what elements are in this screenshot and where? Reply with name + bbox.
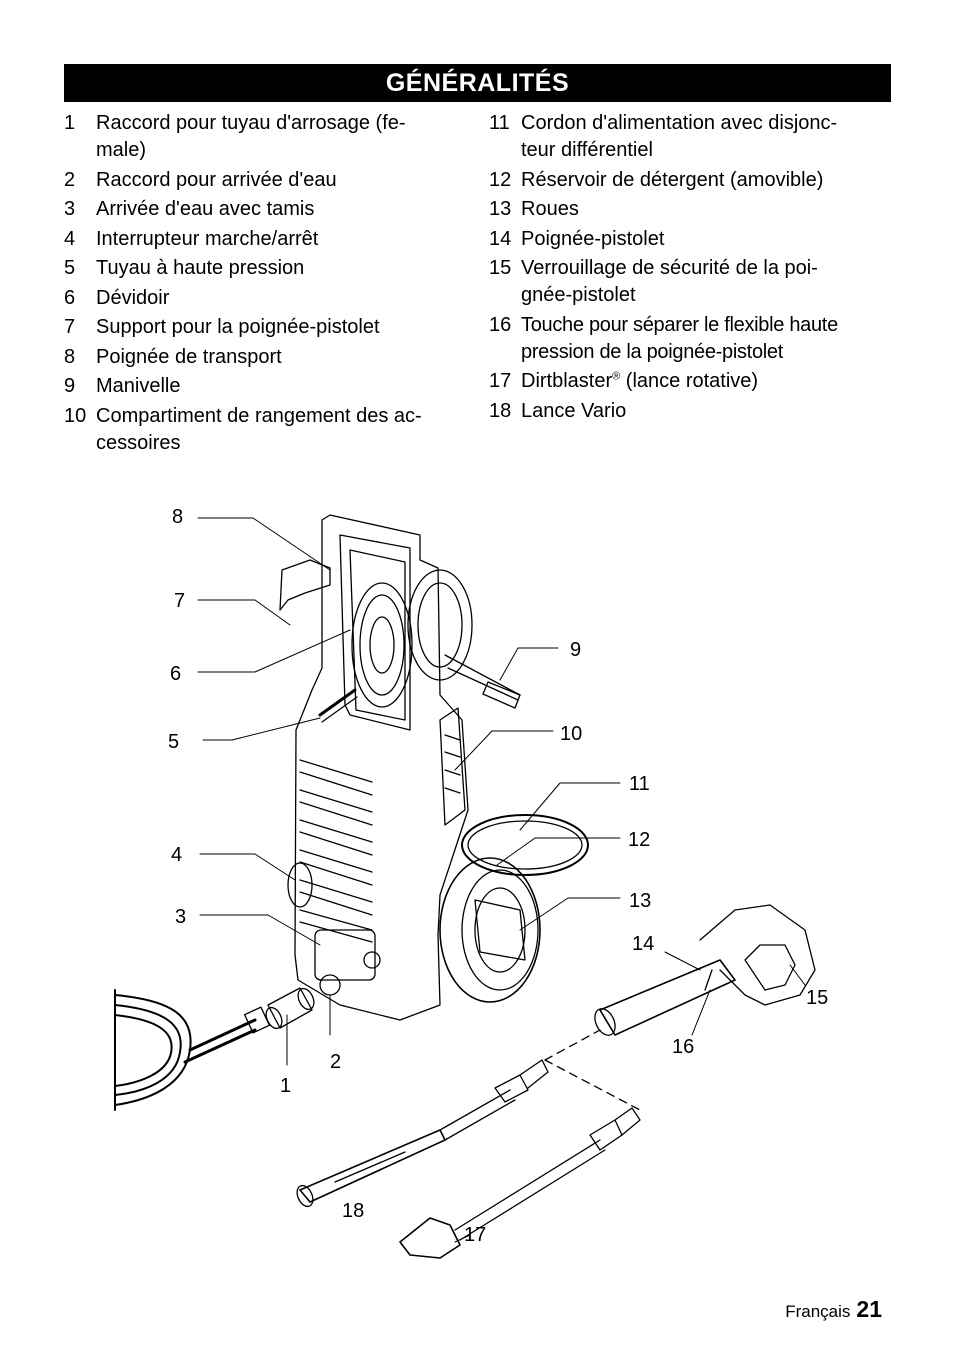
item-text-suffix: (lance rotative)	[620, 370, 759, 392]
callout-1: 1	[280, 1075, 291, 1097]
list-item: 9 Manivelle	[64, 373, 469, 400]
list-item: 3 Arrivée d'eau avec tamis	[64, 196, 469, 223]
list-item: 14 Poignée-pistolet	[489, 226, 889, 253]
callout-6: 6	[170, 663, 181, 685]
callout-8: 8	[172, 506, 183, 528]
list-item: 4 Interrupteur marche/arrêt	[64, 226, 469, 253]
pressure-washer-illustration: 8 7 6 5 4 3 1 2 9 10 11 12 13 14 15 16 1…	[0, 490, 954, 1280]
item-number: 18	[489, 399, 512, 422]
list-item: 8 Poignée de transport	[64, 344, 469, 371]
item-number: 15	[489, 257, 512, 279]
item-text: Compartiment de rangement des ac- cessoi…	[96, 404, 422, 454]
list-item: 16 Touche pour séparer le flexible haute …	[489, 312, 889, 366]
item-number: 7	[64, 316, 76, 338]
list-item: 13 Roues	[489, 196, 889, 223]
callout-9: 9	[570, 639, 581, 661]
item-text: Raccord pour arrivée d'eau	[96, 168, 337, 191]
machine-body-drawing	[279, 514, 521, 1021]
list-item: 18 Lance Vario	[489, 398, 889, 425]
list-item: 7 Support pour la poignée-pistolet	[64, 314, 469, 341]
item-number: 2	[64, 168, 76, 191]
callout-18: 18	[342, 1200, 364, 1222]
exploded-view-drawing: 8 7 6 5 4 3 1 2 9 10 11 12 13 14 15 16 1…	[114, 506, 828, 1259]
item-text: Réservoir de détergent (amovible)	[521, 168, 824, 191]
callout-17: 17	[464, 1224, 486, 1246]
list-item: 11 Cordon d'alimentation avec disjonc- te…	[489, 110, 889, 164]
registered-mark: ®	[612, 370, 621, 383]
item-number: 12	[489, 168, 512, 191]
item-number: 16	[489, 313, 512, 336]
list-item: 1 Raccord pour tuyau d'arrosage (fe- male…	[64, 110, 469, 164]
parts-list-left: 1 Raccord pour tuyau d'arrosage (fe- male…	[64, 110, 469, 459]
item-number: 3	[64, 198, 76, 220]
item-text: Interrupteur marche/arrêt	[96, 227, 319, 250]
item-number: 8	[64, 345, 76, 368]
item-number: 10	[64, 404, 87, 427]
item-number: 17	[489, 370, 512, 392]
list-item: 2 Raccord pour arrivée d'eau	[64, 167, 469, 194]
item-text: Dévidoir	[96, 286, 170, 309]
item-text: Manivelle	[96, 375, 181, 397]
item-text: Cordon d'alimentation avec disjonc- teur…	[521, 112, 838, 161]
callout-10: 10	[560, 723, 582, 745]
item-number: 11	[489, 112, 510, 134]
item-number: 9	[64, 375, 76, 397]
item-text: Poignée-pistolet	[521, 227, 665, 250]
list-item: 12 Réservoir de détergent (amovible)	[489, 167, 889, 194]
callout-7: 7	[174, 590, 185, 612]
item-number: 14	[489, 227, 512, 250]
item-number: 4	[64, 227, 76, 250]
vario-lance-drawing	[296, 1059, 549, 1208]
callout-15: 15	[806, 987, 828, 1009]
callout-5: 5	[168, 731, 179, 753]
section-title: GÉNÉRALITÉS	[64, 64, 891, 102]
callout-12: 12	[628, 829, 650, 851]
item-text: Dirtblaster® (lance rotative)	[521, 368, 889, 395]
item-text: Raccord pour tuyau d'arrosage (fe- male)	[96, 112, 406, 161]
item-number: 6	[64, 286, 76, 309]
list-item: 6 Dévidoir	[64, 285, 469, 312]
callout-leader-lines	[197, 517, 806, 1243]
high-pressure-hose-drawing	[318, 688, 358, 723]
item-text: Verrouillage de sécurité de la poi- gnée…	[521, 257, 818, 306]
garden-hose-connector-drawing	[265, 987, 315, 1030]
item-text: Roues	[521, 198, 579, 220]
callout-13: 13	[629, 890, 651, 912]
spray-gun-drawing	[594, 904, 816, 1036]
list-item: 15 Verrouillage de sécurité de la poi- gn…	[489, 255, 889, 309]
item-number: 13	[489, 198, 512, 220]
item-text: Poignée de transport	[96, 345, 282, 368]
parts-list-right: 11 Cordon d'alimentation avec disjonc- te…	[489, 110, 889, 427]
callout-11: 11	[629, 773, 650, 795]
list-item: 17 Dirtblaster® (lance rotative)	[489, 368, 889, 395]
item-text: Tuyau à haute pression	[96, 257, 305, 279]
item-text: Lance Vario	[521, 399, 627, 422]
list-item: 5 Tuyau à haute pression	[64, 255, 469, 282]
item-text-main: Dirtblaster	[521, 370, 613, 392]
callout-14: 14	[632, 933, 654, 955]
callout-16: 16	[672, 1036, 694, 1058]
callout-numbers: 8 7 6 5 4 3 1 2 9 10 11 12 13 14 15 16 1…	[168, 506, 828, 1246]
garden-hose-drawing	[114, 989, 271, 1111]
page-footer: Français 21	[785, 1296, 882, 1323]
item-text: Arrivée d'eau avec tamis	[96, 198, 315, 220]
callout-4: 4	[171, 844, 182, 866]
item-number: 5	[64, 257, 76, 279]
callout-3: 3	[175, 906, 186, 928]
item-number: 1	[64, 112, 76, 134]
dirtblaster-lance-drawing	[399, 1107, 641, 1259]
power-cord-drawing	[461, 814, 589, 876]
list-item: 10 Compartiment de rangement des ac- cess…	[64, 403, 469, 457]
footer-language: Français	[785, 1302, 851, 1321]
item-text: Touche pour séparer le flexible haute pr…	[521, 313, 838, 363]
wheel-drawing	[439, 857, 541, 1003]
item-text: Support pour la poignée-pistolet	[96, 316, 380, 338]
page-number: 21	[856, 1296, 882, 1322]
callout-2: 2	[330, 1051, 341, 1073]
